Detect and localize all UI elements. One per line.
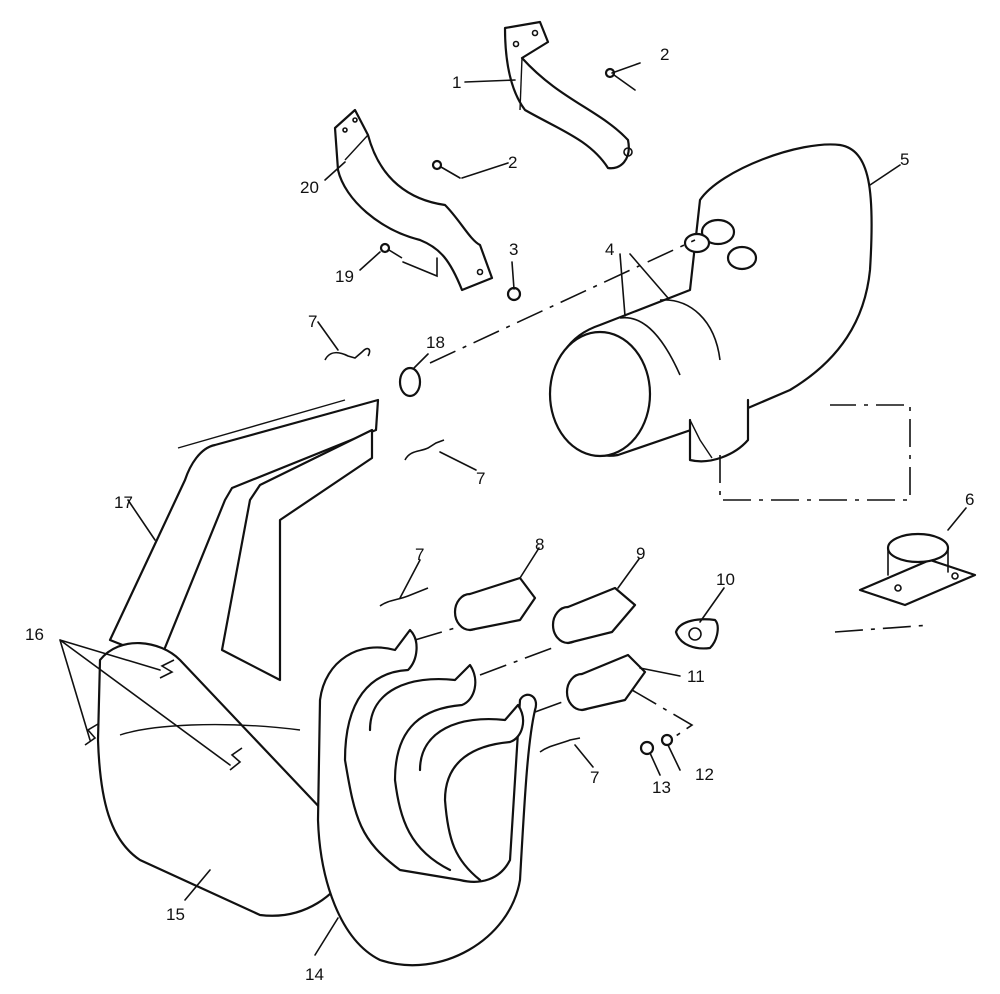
callout-labels: 1 2 2 3 4 5 6 7 7 7 7 8 9 10 11 12 13 14… <box>25 45 974 984</box>
spring-7b <box>404 439 445 461</box>
centerline-hangers <box>429 239 696 364</box>
callout-7d: 7 <box>590 768 599 787</box>
centerline-coupler-9 <box>479 647 553 676</box>
spring-16a <box>159 659 175 679</box>
callout-18: 18 <box>426 333 445 352</box>
bolt-2b <box>431 159 461 179</box>
silencer-15 <box>96 641 362 917</box>
bolt-19 <box>379 242 438 278</box>
bolt-2a <box>604 67 636 91</box>
centerline-muffler-flange <box>719 404 911 501</box>
callout-7a: 7 <box>308 312 317 331</box>
callout-8: 8 <box>535 535 544 554</box>
muffler-5 <box>548 143 873 463</box>
callout-5: 5 <box>900 150 909 169</box>
gasket-10 <box>674 618 719 650</box>
spring-16c <box>229 747 243 771</box>
leader-lines <box>59 62 967 956</box>
head-pipes-17 <box>108 398 380 682</box>
spring-16b <box>84 723 99 746</box>
callout-11: 11 <box>687 667 705 686</box>
callout-14: 14 <box>305 965 324 984</box>
centerline-coupler-11 <box>534 699 569 713</box>
callout-19: 19 <box>335 267 354 286</box>
callout-7b: 7 <box>476 469 485 488</box>
callout-16: 16 <box>25 625 44 644</box>
nut-13 <box>639 740 655 756</box>
callout-20: 20 <box>300 178 319 197</box>
callout-17: 17 <box>114 493 133 512</box>
callout-7c: 7 <box>415 545 424 564</box>
coupler-8 <box>453 576 537 632</box>
ring-18 <box>398 366 422 398</box>
centerline-11-hardware <box>631 689 694 741</box>
flange-6 <box>858 532 977 607</box>
spring-7d <box>539 737 581 753</box>
washer-12 <box>660 733 674 747</box>
callout-12: 12 <box>695 765 714 784</box>
callout-10: 10 <box>716 570 735 589</box>
callout-6: 6 <box>965 490 974 509</box>
callout-2b: 2 <box>508 153 517 172</box>
callout-4: 4 <box>605 240 614 259</box>
callout-15: 15 <box>166 905 185 924</box>
y-pipes-14 <box>316 628 538 967</box>
bracket-20 <box>333 108 494 292</box>
callout-13: 13 <box>652 778 671 797</box>
centerline-coupler-8 <box>414 627 456 641</box>
spring-7c <box>379 587 429 607</box>
callout-9: 9 <box>636 544 645 563</box>
spring-7a <box>324 347 371 361</box>
coupler-9 <box>551 586 637 645</box>
callout-3: 3 <box>509 240 518 259</box>
coupler-11 <box>565 653 647 712</box>
bracket-1 <box>503 20 633 170</box>
centerline-flange <box>834 624 931 633</box>
nut-3 <box>506 286 522 302</box>
callout-2a: 2 <box>660 45 669 64</box>
callout-1: 1 <box>452 73 461 92</box>
